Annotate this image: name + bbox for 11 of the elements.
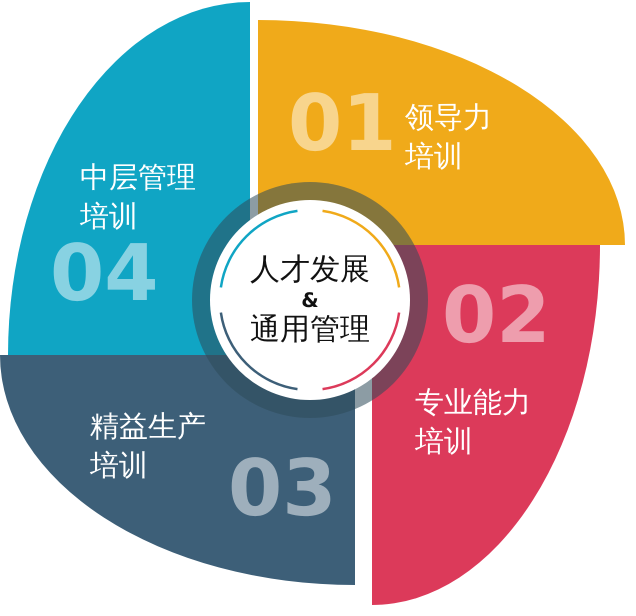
segment-number: 02	[442, 277, 551, 355]
segment-number: 01	[288, 85, 397, 163]
center-text: &	[301, 288, 319, 312]
segment-label: 精益生产培训	[90, 408, 207, 484]
segment-number: 03	[228, 450, 337, 528]
segment-number: 04	[50, 235, 159, 313]
center-text: 人才发展	[250, 252, 370, 288]
segment-label: 领导力培训	[405, 99, 493, 176]
segment-label: 专业能力培训	[415, 384, 532, 460]
center-text: 通用管理	[250, 312, 370, 348]
segment-label: 中层管理培训	[80, 159, 197, 236]
